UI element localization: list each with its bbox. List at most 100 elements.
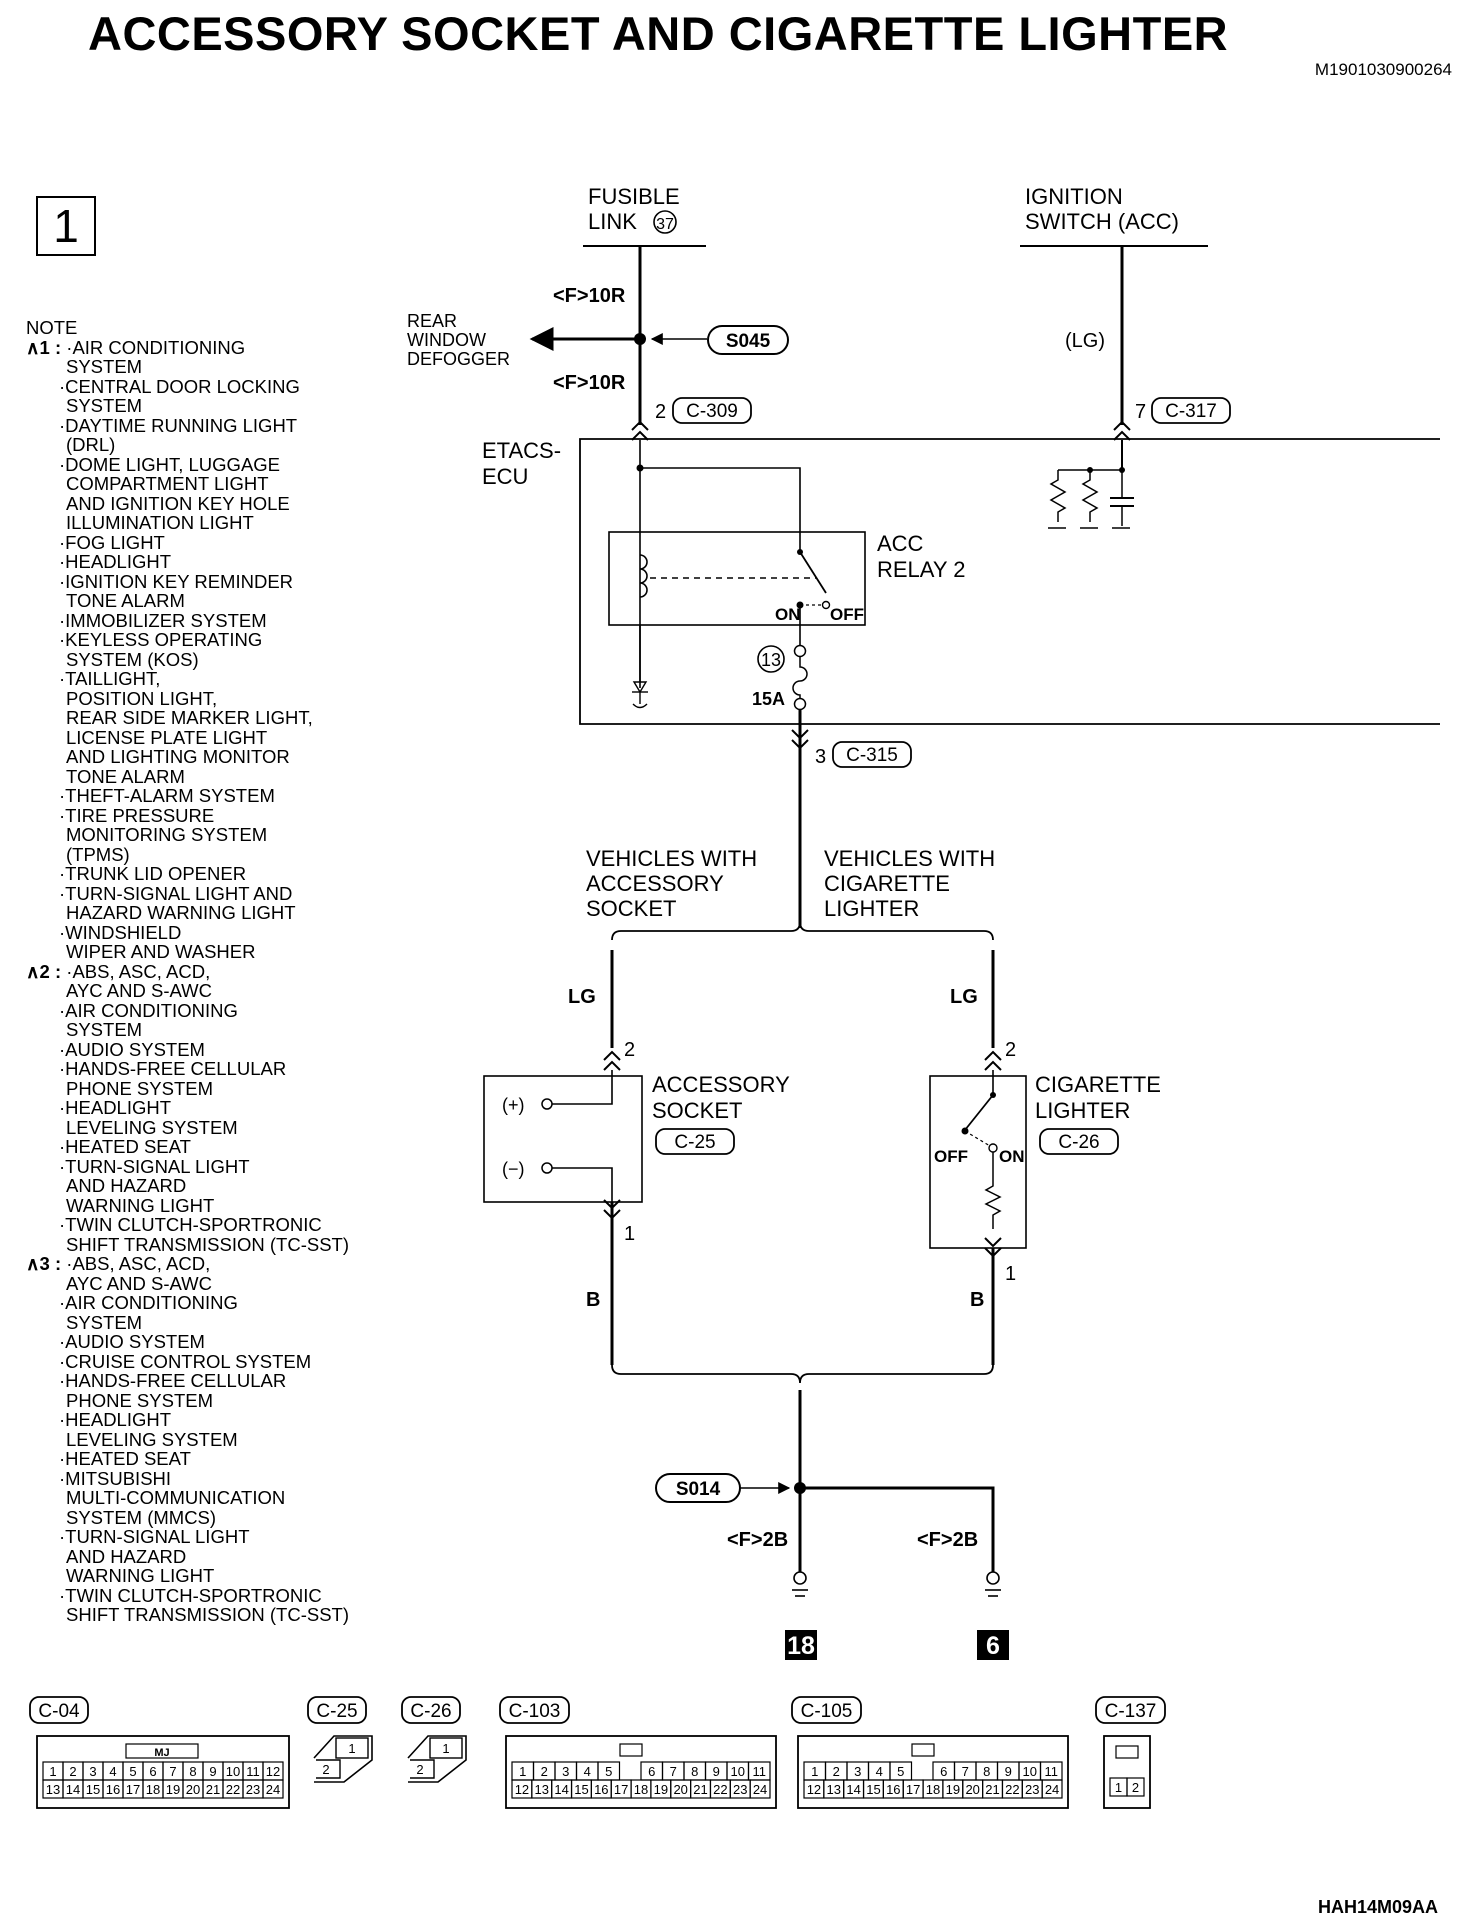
ignition-switch-line1: IGNITION	[1025, 184, 1123, 209]
note-line: (TPMS)	[66, 843, 130, 865]
connector-pin-number: 13	[827, 1782, 841, 1797]
note-line: ·THEFT-ALARM SYSTEM	[59, 785, 275, 806]
note-line: ·WINDSHIELD	[59, 921, 182, 943]
connector-view-label-oval	[401, 1696, 461, 1724]
connector-pin-number: 17	[126, 1782, 140, 1797]
note-line: ·AIR CONDITIONING	[59, 999, 238, 1021]
connector-pin-number: 19	[946, 1782, 960, 1797]
connector-pin-number: 7	[169, 1764, 176, 1779]
connector-pin-cell	[429, 1737, 463, 1759]
lighter-on-contact	[988, 1143, 998, 1153]
ground-terminal-left	[793, 1571, 807, 1585]
connector-pin-number: 5	[897, 1764, 904, 1779]
note-line: AND HAZARD	[66, 1545, 187, 1567]
connector-pin-cell	[1041, 1779, 1063, 1799]
note-line: ILLUMINATION LIGHT	[66, 512, 254, 533]
ground-terminal-right	[986, 1571, 1000, 1585]
connector-pin-number: 2	[69, 1764, 76, 1779]
connector-pin-number: 2	[416, 1762, 423, 1777]
connector-pin-cell	[410, 1759, 435, 1779]
connector-pin-number: 17	[614, 1782, 628, 1797]
figure-code: HAH14M09AA	[1317, 1897, 1438, 1917]
svg-text:ETACS-: ETACS-	[482, 438, 561, 463]
fusible-link-number: 37	[656, 216, 674, 233]
connector-pin-number: 16	[886, 1782, 900, 1797]
svg-text:ACCESSORY: ACCESSORY	[652, 1072, 790, 1097]
c309-oval	[672, 397, 752, 424]
fuse-terminal-bottom	[793, 697, 807, 711]
ground-point-left-box	[785, 1630, 817, 1660]
connector-housing	[1103, 1735, 1151, 1809]
fuse-terminal-top	[793, 644, 807, 658]
note-line: ·HANDS-FREE CELLULAR	[59, 1058, 287, 1079]
connector-pin-number: 24	[1045, 1782, 1059, 1797]
connector-pin-number: 22	[226, 1782, 240, 1797]
cigarette-lighter-box	[929, 1075, 1027, 1249]
fuse-rating: 15A	[752, 689, 785, 709]
document-code: M1901030900264	[1314, 60, 1452, 79]
connector-pin-number: 16	[106, 1782, 120, 1797]
connector-pin-number: 18	[634, 1782, 648, 1797]
note-line: ·TWIN CLUTCH-SPORTRONIC	[59, 1584, 322, 1606]
connector-pin-number: 1	[49, 1764, 56, 1779]
ground-point-right: 6	[986, 1632, 1000, 1660]
note-line: ·AIR CONDITIONING	[59, 1292, 238, 1313]
svg-text:WINDOW: WINDOW	[407, 330, 486, 350]
svg-text:LIGHTER: LIGHTER	[1035, 1098, 1130, 1123]
connector-pin-number: 20	[673, 1782, 687, 1797]
connector-pin-number: 11	[753, 1764, 767, 1779]
note-line: SYSTEM	[66, 356, 143, 377]
socket-pin-top: 2	[624, 1039, 635, 1061]
lighter-on-label: ON	[999, 1147, 1025, 1166]
connector-pin-cell	[262, 1779, 284, 1799]
note-line: COMPARTMENT LIGHT	[66, 473, 269, 494]
lighter-off-label: OFF	[934, 1147, 968, 1166]
connector-pin-number: 19	[654, 1782, 668, 1797]
lighter-wire-top: LG	[950, 986, 978, 1008]
connector-pin-number: 1	[348, 1741, 355, 1756]
note-line: TONE ALARM	[66, 765, 185, 787]
note-line: SHIFT TRANSMISSION (TC-SST)	[66, 1604, 349, 1625]
connector-housing	[797, 1735, 1069, 1809]
connector-pin-number: 6	[648, 1764, 655, 1779]
svg-text:ACC: ACC	[877, 531, 924, 556]
svg-text:LIGHTER: LIGHTER	[824, 896, 919, 921]
lighter-pin-top: 2	[1005, 1039, 1016, 1061]
connector-pin-number: 6	[149, 1764, 156, 1779]
fusible-link-line2: LINK	[588, 209, 637, 234]
socket-pin-bottom: 1	[624, 1223, 635, 1245]
ground-wire-code-left: <F>2B	[727, 1529, 788, 1551]
svg-text:ACCESSORY: ACCESSORY	[586, 871, 724, 896]
connector-pin-number: 21	[985, 1782, 999, 1797]
note-line: AND HAZARD	[66, 1175, 187, 1196]
svg-text:ECU: ECU	[482, 464, 528, 489]
branch-brace-bottom	[611, 1364, 994, 1384]
note-line: WARNING LIGHT	[66, 1565, 215, 1586]
fusible-link-line1: FUSIBLE	[588, 184, 680, 209]
ignition-switch-line2: SWITCH (ACC)	[1025, 209, 1179, 234]
ground-point-right-box	[977, 1630, 1009, 1660]
connector-pin-number: 12	[807, 1782, 821, 1797]
note-line: TONE ALARM	[66, 590, 185, 611]
lighter-wire-bottom: B	[970, 1289, 984, 1311]
note-line: ·DAYTIME RUNNING LIGHT	[59, 414, 298, 436]
note-line: ·HEADLIGHT	[59, 551, 172, 572]
relay-on-label: ON	[775, 605, 801, 624]
connector-pin-number: 8	[983, 1764, 990, 1779]
splice-s045-label: S045	[726, 331, 771, 352]
connector-pin-number: 2	[322, 1762, 329, 1777]
connector-pin-cell	[1126, 1777, 1145, 1797]
note-line: WIPER AND WASHER	[66, 941, 256, 962]
connector-pin-number: 11	[1045, 1764, 1059, 1779]
svg-text:RELAY 2: RELAY 2	[877, 557, 965, 582]
c309-name: C-309	[686, 401, 738, 422]
connector-pin-number: 23	[246, 1782, 260, 1797]
note-line: ·AIR CONDITIONING	[66, 336, 246, 358]
rear-defogger-label: REAR WINDOW DEFOGGER	[407, 311, 510, 369]
note-line: SYSTEM (KOS)	[66, 648, 199, 670]
lighter-heating-element	[984, 1152, 1002, 1229]
socket-wire-bottom: B	[586, 1289, 600, 1311]
c25-oval	[655, 1128, 735, 1155]
connector-pin-number: 9	[713, 1764, 720, 1779]
socket-minus-terminal	[541, 1162, 553, 1174]
